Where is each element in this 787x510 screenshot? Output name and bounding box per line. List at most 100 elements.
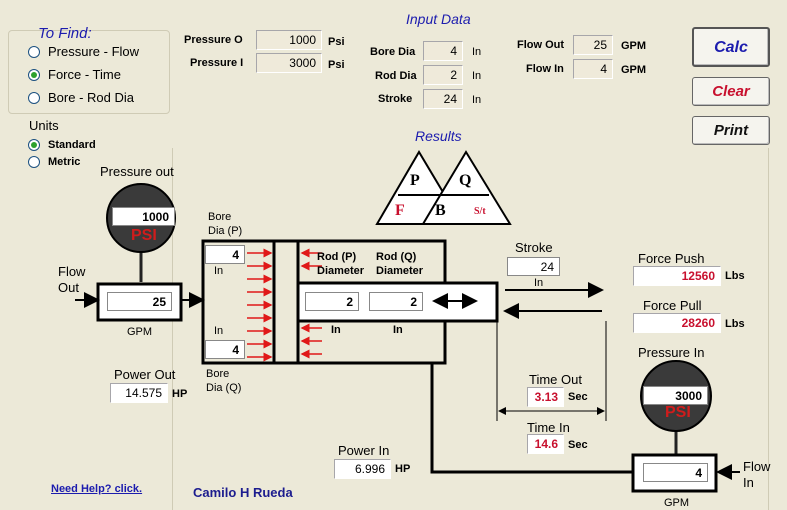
results-area: [172, 148, 769, 510]
stroke-label: Stroke: [378, 93, 413, 105]
bore-p-label-2: Dia (P): [208, 225, 243, 237]
time-out-value: 3.13: [527, 387, 564, 407]
stroke-result-value: 24: [507, 257, 560, 276]
time-in-value: 14.6: [527, 434, 564, 454]
bore-p-unit: In: [214, 265, 224, 277]
flow-in-result-unit: GPM: [664, 497, 690, 509]
flow-in-input[interactable]: 4: [573, 59, 613, 79]
stroke-arrows: [503, 282, 604, 319]
force-push-value: 12560: [633, 266, 721, 286]
bore-dia-label: Bore Dia: [370, 46, 416, 58]
pressure-o-unit: Psi: [328, 36, 345, 48]
flow-in-label-1: Flow: [743, 459, 771, 474]
clear-button[interactable]: Clear: [692, 77, 770, 106]
pressure-in-value: 3000: [643, 386, 708, 405]
results-title: Results: [415, 128, 462, 144]
power-out-label: Power Out: [114, 367, 176, 382]
find-title: To Find:: [38, 25, 92, 42]
triangle-b: B: [435, 202, 446, 219]
flow-in-result-value: 4: [643, 463, 708, 482]
force-pull-label: Force Pull: [643, 298, 702, 313]
rod-p-label-1: Rod (P): [317, 251, 357, 263]
pressure-i-unit: Psi: [328, 59, 345, 71]
triangle-f: F: [395, 202, 405, 219]
rod-dia-label: Rod Dia: [375, 70, 417, 82]
triangle-p: P: [410, 172, 420, 189]
flow-out-label: Flow Out: [517, 39, 565, 51]
time-out-unit: Sec: [568, 391, 588, 403]
radio-indicator-selected: [28, 68, 40, 81]
rod-q-label-2: Diameter: [376, 265, 424, 277]
rod-p-unit: In: [331, 324, 341, 336]
stroke-unit: In: [472, 94, 482, 106]
force-push-unit: Lbs: [725, 270, 745, 282]
bore-p-label-1: Bore: [208, 211, 232, 223]
pressure-o-label: Pressure O: [184, 34, 243, 46]
radio-bore-rod-dia[interactable]: Bore - Rod Dia: [28, 90, 134, 105]
flow-out-unit: GPM: [621, 40, 647, 52]
time-in-unit: Sec: [568, 439, 588, 451]
pressure-i-label: Pressure I: [190, 57, 244, 69]
radio-pressure-flow[interactable]: Pressure - Flow: [28, 44, 139, 59]
stroke-result-unit: In: [534, 277, 544, 289]
author-label: Camilo H Rueda: [193, 485, 293, 500]
bore-q-unit: In: [214, 325, 224, 337]
formula-triangle: [375, 150, 512, 225]
bore-dia-unit: In: [472, 46, 482, 58]
flow-in-label: Flow In: [526, 63, 564, 75]
flow-out-input[interactable]: 25: [573, 35, 613, 55]
pull-pressure-arrows: [300, 248, 322, 359]
radio-standard[interactable]: Standard: [28, 139, 96, 151]
pressure-in-psi-label: PSI: [665, 404, 691, 421]
bore-p-value: 4: [205, 245, 245, 264]
time-out-label: Time Out: [529, 372, 582, 387]
input-data-title: Input Data: [406, 11, 471, 27]
bore-q-label-2: Dia (Q): [206, 382, 242, 394]
triangle-q: Q: [459, 172, 472, 189]
bore-q-label-1: Bore: [206, 368, 230, 380]
force-push-label: Force Push: [638, 251, 705, 266]
rod-dia-input[interactable]: 2: [423, 65, 463, 85]
power-out-unit: HP: [172, 388, 188, 400]
time-dimension: [496, 321, 607, 421]
find-panel: [8, 30, 170, 114]
radio-indicator: [28, 91, 40, 104]
force-pull-value: 28260: [633, 313, 721, 333]
triangle-st: S/t: [474, 206, 486, 217]
help-link[interactable]: Need Help? click.: [51, 483, 143, 495]
power-in-unit: HP: [395, 463, 411, 475]
radio-indicator: [28, 156, 40, 168]
pressure-i-input[interactable]: 3000: [256, 53, 322, 73]
power-in-label: Power In: [338, 443, 390, 458]
pressure-o-input[interactable]: 1000: [256, 30, 322, 50]
rod-dia-unit: In: [472, 70, 482, 82]
pressure-in-label: Pressure In: [638, 345, 705, 360]
rod-q-unit: In: [393, 324, 403, 336]
radio-force-time[interactable]: Force - Time: [28, 67, 121, 82]
units-title: Units: [29, 118, 59, 133]
stroke-result-label: Stroke: [515, 240, 553, 255]
rod-q-label-1: Rod (Q): [376, 251, 417, 263]
rod-p-value: 2: [305, 292, 359, 311]
radio-indicator-selected: [28, 139, 40, 151]
radio-metric[interactable]: Metric: [28, 156, 80, 168]
flow-in-label-2: In: [743, 475, 754, 490]
pressure-out-value: 1000: [112, 207, 175, 226]
force-pull-unit: Lbs: [725, 318, 745, 330]
print-button[interactable]: Print: [692, 116, 770, 145]
radio-indicator: [28, 45, 40, 58]
bore-dia-input[interactable]: 4: [423, 41, 463, 61]
power-in-value: 6.996: [334, 459, 391, 479]
stroke-input[interactable]: 24: [423, 89, 463, 109]
power-out-value: 14.575: [110, 383, 168, 403]
bore-q-value: 4: [205, 340, 245, 359]
flow-in-unit: GPM: [621, 64, 647, 76]
flow-out-label-2: Out: [58, 280, 79, 295]
rod-q-value: 2: [369, 292, 423, 311]
calc-button[interactable]: Calc: [692, 27, 770, 67]
rod-p-label-2: Diameter: [317, 265, 365, 277]
flow-out-label-1: Flow: [58, 264, 86, 279]
pressure-out-label: Pressure out: [100, 164, 174, 179]
time-in-label: Time In: [527, 420, 570, 435]
push-pressure-arrows: [247, 248, 273, 362]
